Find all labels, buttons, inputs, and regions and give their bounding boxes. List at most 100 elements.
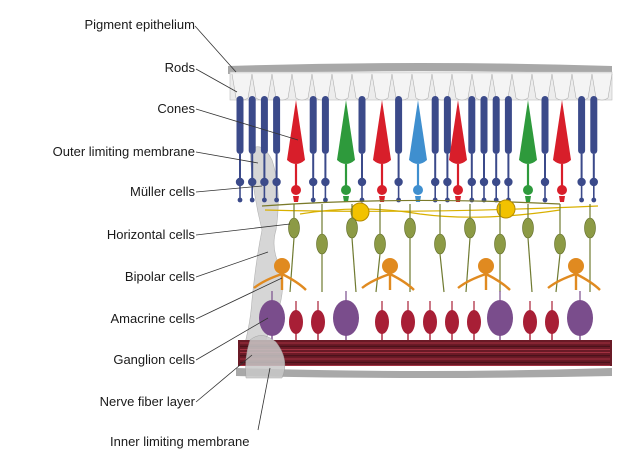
rod-nucleus bbox=[492, 177, 501, 187]
cone-nucleus bbox=[291, 185, 301, 195]
outer-plexiform-fibers bbox=[261, 199, 599, 218]
cone-pedicle bbox=[415, 196, 421, 202]
ganglion-layer bbox=[259, 291, 593, 342]
pigment-epithelium-layer bbox=[228, 63, 613, 101]
label-bipolar-cells: Bipolar cells bbox=[124, 269, 195, 284]
bipolar-soma bbox=[404, 217, 416, 239]
ganglion-soma bbox=[333, 300, 359, 336]
cone-outer-segment bbox=[337, 100, 355, 164]
rod-outer-segment bbox=[443, 96, 451, 154]
amacrine-soma bbox=[568, 258, 584, 274]
rod-outer-segment bbox=[492, 96, 500, 154]
bipolar-soma bbox=[346, 217, 358, 239]
label-inner-limiting-membrane: Inner limiting membrane bbox=[110, 434, 250, 449]
rod-spherule bbox=[249, 197, 255, 203]
rod-spherule bbox=[262, 197, 267, 203]
rod-outer-segment bbox=[578, 96, 586, 154]
ganglion-soma bbox=[259, 300, 285, 336]
ganglion-soma bbox=[423, 310, 437, 334]
rod-outer-segment bbox=[309, 96, 317, 154]
rod-outer-segment bbox=[236, 96, 244, 154]
ganglion-soma bbox=[375, 310, 389, 334]
cone-outer-segment bbox=[287, 100, 305, 164]
amacrine-process bbox=[547, 272, 601, 291]
rod-spherule bbox=[469, 197, 475, 203]
rod-nucleus bbox=[431, 177, 440, 187]
bipolar-axon bbox=[289, 237, 295, 293]
amacrine-soma bbox=[382, 258, 398, 274]
rod-spherule bbox=[323, 197, 328, 203]
nerve-fiber-layer bbox=[238, 340, 612, 366]
cone-pedicle bbox=[559, 196, 565, 202]
rod-nucleus bbox=[467, 177, 476, 187]
horizontal-cell-2 bbox=[496, 199, 516, 219]
cone-outer-segment bbox=[553, 100, 571, 164]
rod-outer-segment bbox=[273, 96, 281, 154]
bipolar-soma bbox=[584, 217, 596, 239]
rod-nucleus bbox=[589, 177, 598, 187]
cone-pedicle bbox=[343, 196, 349, 202]
rod-spherule bbox=[579, 197, 584, 203]
label-cones: Cones bbox=[157, 101, 195, 116]
rod-outer-segment bbox=[321, 96, 329, 154]
pigment-cell bbox=[411, 73, 433, 101]
rod-outer-segment bbox=[358, 96, 366, 154]
rod-nucleus bbox=[443, 177, 452, 187]
pigment-cell bbox=[451, 73, 473, 101]
rod-nucleus bbox=[394, 177, 403, 187]
amacrine-soma bbox=[478, 258, 494, 274]
rod-nucleus bbox=[309, 177, 318, 187]
bipolar-soma bbox=[374, 233, 386, 255]
label-nerve-fiber-layer: Nerve fiber layer bbox=[99, 394, 195, 409]
rod-nucleus bbox=[504, 177, 513, 187]
horizontal-cell-1 bbox=[350, 202, 370, 222]
rod-spherule bbox=[274, 197, 279, 203]
ganglion-soma bbox=[545, 310, 559, 334]
bipolar-soma bbox=[494, 233, 506, 255]
cone-outer-segment bbox=[409, 100, 427, 164]
rod-outer-segment bbox=[541, 96, 549, 154]
pigment-cell bbox=[511, 73, 533, 101]
ganglion-soma bbox=[289, 310, 303, 334]
bipolar-axon bbox=[375, 253, 381, 293]
rod-outer-segment bbox=[260, 96, 268, 154]
inner-limiting-membrane bbox=[236, 368, 612, 378]
cone-nucleus bbox=[341, 185, 351, 195]
label-ganglion-cells: Ganglion cells bbox=[113, 352, 195, 367]
cone-nucleus bbox=[377, 185, 387, 195]
ganglion-soma bbox=[401, 310, 415, 334]
rod-nucleus bbox=[540, 177, 550, 187]
bipolar-axon bbox=[465, 237, 471, 293]
cone-outer-segment bbox=[373, 100, 391, 164]
rod-nucleus bbox=[235, 177, 245, 187]
rod-spherule bbox=[237, 197, 243, 203]
label-muller-cells: Müller cells bbox=[129, 184, 195, 199]
rod-outer-segment bbox=[431, 96, 439, 154]
label-horizontal-cells: Horizontal cells bbox=[106, 227, 195, 242]
bipolar-soma bbox=[288, 217, 300, 239]
rod-spherule bbox=[542, 197, 548, 203]
bipolar-axon bbox=[439, 253, 445, 293]
bipolar-soma bbox=[554, 233, 566, 255]
rod-nucleus bbox=[260, 177, 269, 187]
cone-nucleus bbox=[557, 185, 567, 195]
rod-outer-segment bbox=[468, 96, 476, 154]
cone-nucleus bbox=[413, 185, 423, 195]
rod-nucleus bbox=[357, 177, 367, 187]
rod-outer-segment bbox=[395, 96, 403, 154]
rod-nucleus bbox=[577, 177, 586, 187]
rods-layer bbox=[235, 96, 598, 203]
rod-outer-segment bbox=[590, 96, 598, 154]
cone-pedicle bbox=[293, 196, 299, 202]
label-amacrine-cells: Amacrine cells bbox=[110, 311, 195, 326]
muller-cell-foot bbox=[245, 335, 286, 379]
label-outer-limiting-membrane: Outer limiting membrane bbox=[52, 144, 195, 159]
cone-outer-segment bbox=[449, 100, 467, 164]
pigment-cell bbox=[291, 73, 313, 101]
amacrine-process bbox=[457, 272, 511, 291]
rod-outer-segment bbox=[504, 96, 512, 154]
pigment-cell bbox=[331, 73, 353, 101]
rod-spherule bbox=[310, 197, 316, 203]
